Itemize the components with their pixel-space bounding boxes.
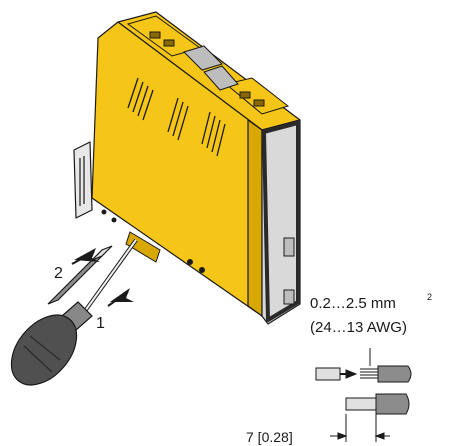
cross-section-exponent: 2 [427, 292, 432, 302]
front-panel-border [262, 121, 300, 322]
front-panel [261, 119, 301, 325]
housing-edge-shade [247, 119, 263, 317]
cross-section-label: 0.2…2.5 mm [310, 295, 396, 312]
arrow-icon [71, 248, 134, 307]
step2-label: 2 [54, 265, 63, 282]
wire-insert [47, 245, 113, 305]
housing-side-face [91, 21, 263, 317]
screwdriver-icon [10, 238, 138, 386]
terminal-blocks [126, 15, 290, 115]
strip-length-label: 7 [0.28] [246, 429, 293, 445]
awg-label: (24…13 AWG) [310, 319, 407, 336]
wire-ferrule-icon [315, 348, 412, 442]
step1-label: 1 [96, 315, 105, 332]
front-connectors [283, 237, 295, 305]
vent-grilles [127, 77, 226, 157]
din-rail-clip [73, 141, 93, 219]
